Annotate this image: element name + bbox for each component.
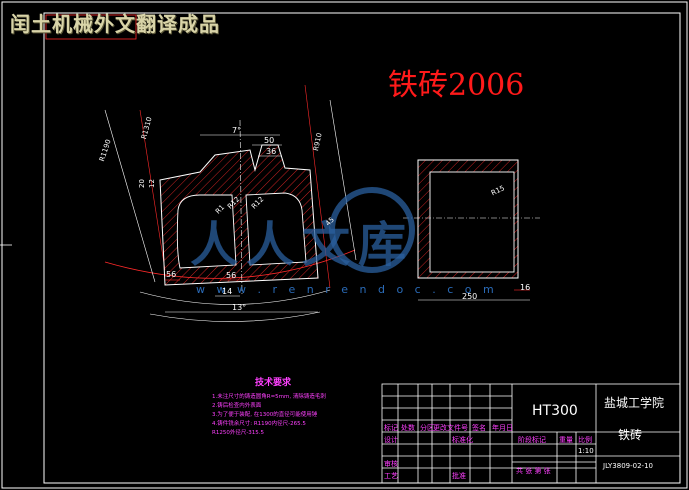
tb-scale: 1:10 bbox=[578, 447, 594, 455]
tb-label-approve: 批准 bbox=[452, 472, 466, 480]
tech-note-4: 4.铸件铣余尺寸: R1190内径尺-265.5 bbox=[212, 421, 306, 427]
tb-label-standard: 标准化 bbox=[452, 436, 473, 444]
dim-36: 36 bbox=[266, 147, 277, 156]
tb-label-change-doc: 更改文件号 bbox=[433, 424, 468, 432]
tb-drawing-no: JLY3809-02-10 bbox=[603, 462, 653, 470]
tech-note-1: 1.未注尺寸的铸造圆角R=5mm, 清除铸造毛刺 bbox=[212, 394, 326, 400]
radial-line-2 bbox=[139, 109, 166, 271]
watermark-url: w w w . r e n r e n d o c . c o m bbox=[196, 283, 498, 296]
dim-13deg: 13° bbox=[232, 303, 247, 312]
tb-label-sign: 签名 bbox=[472, 424, 486, 432]
tb-school: 盐城工学院 bbox=[604, 396, 665, 410]
tech-note-5: R1250外径尺-315.5 bbox=[212, 430, 265, 436]
tb-label-design: 设计 bbox=[384, 436, 398, 444]
arc-r910 bbox=[149, 311, 321, 322]
dim-14: 14 bbox=[222, 287, 233, 296]
tb-label-weight: 重量 bbox=[559, 436, 573, 444]
radial-line-1 bbox=[104, 109, 156, 283]
tb-label-count: 处数 bbox=[401, 424, 415, 432]
tb-part-name: 铁砖 bbox=[618, 428, 643, 442]
title-block bbox=[381, 383, 681, 484]
watermark-circle bbox=[329, 187, 415, 273]
dim-16: 16 bbox=[520, 283, 531, 292]
tb-label-date: 年月日 bbox=[492, 424, 513, 432]
cavity-left bbox=[176, 194, 237, 269]
banner-title: 闰土机械外文翻译成品 bbox=[10, 12, 220, 36]
sheet-inner-frame bbox=[43, 12, 681, 484]
part-title: 铁砖2006 bbox=[388, 68, 525, 103]
dim-12: 12 bbox=[148, 179, 156, 188]
tb-material: HT300 bbox=[532, 403, 578, 419]
radial-line-3 bbox=[304, 84, 331, 289]
dim-56b: 56 bbox=[226, 271, 237, 280]
tb-label-stage-mark: 阶段标记 bbox=[518, 436, 546, 444]
watermark-text: 人人文库 bbox=[190, 217, 415, 273]
dim-20: 20 bbox=[138, 179, 146, 188]
cavity-right bbox=[245, 192, 307, 266]
side-view-inner bbox=[429, 171, 515, 273]
title-block-frame bbox=[381, 383, 681, 484]
watermark-logo bbox=[329, 187, 415, 273]
dim-250: 250 bbox=[462, 292, 478, 301]
dim-56a: 56 bbox=[166, 270, 177, 279]
arc-r1190 bbox=[139, 289, 331, 305]
tb-label-mark: 标记 bbox=[384, 424, 398, 432]
dim-50: 50 bbox=[264, 136, 275, 145]
tech-note-3: 3.为了便于装配, 在1300的直径可能使用锤 bbox=[212, 412, 318, 418]
center-line-vertical bbox=[239, 119, 243, 296]
tb-label-zone: 分区 bbox=[420, 424, 434, 432]
stamp-box bbox=[45, 14, 137, 40]
tech-note-2: 2.铸后检查内外表面 bbox=[212, 403, 262, 409]
tech-requirements-title: 技术要求 bbox=[255, 378, 292, 388]
tb-label-sheets: 共 张 第 张 bbox=[516, 467, 551, 475]
tb-label-process: 工艺 bbox=[384, 472, 398, 480]
tb-label-scale: 比例 bbox=[578, 436, 592, 444]
tb-label-review: 审核 bbox=[384, 460, 398, 468]
dim-7deg: 7° bbox=[232, 126, 242, 135]
radial-line-4 bbox=[329, 99, 357, 261]
